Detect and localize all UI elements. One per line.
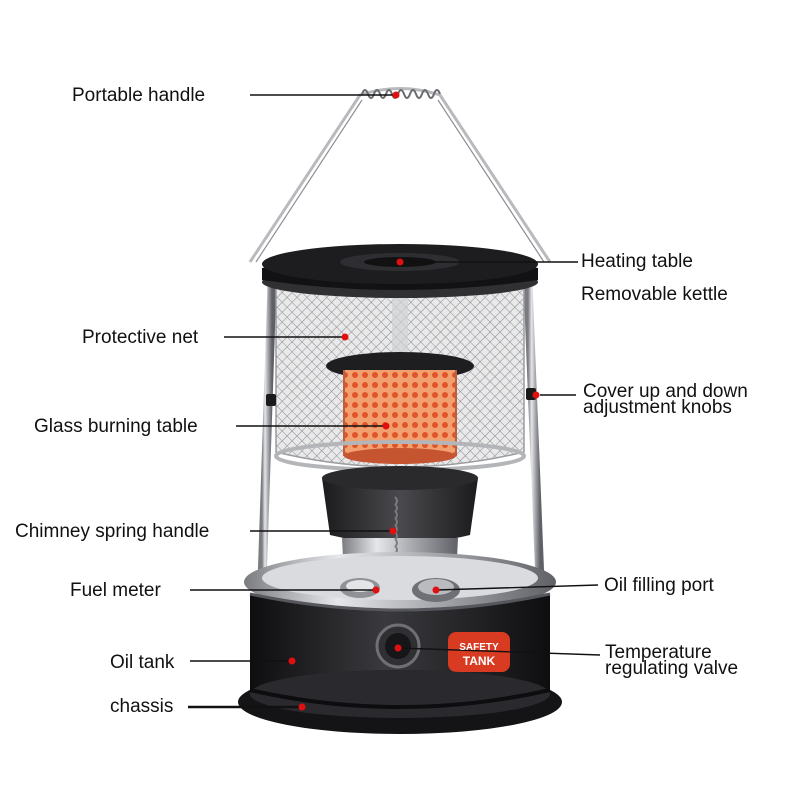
chimney-spring-handle	[394, 496, 398, 555]
label-portable-handle: Portable handle	[72, 85, 206, 106]
label-heating-table: Heating table	[581, 251, 693, 272]
frame-rods	[257, 284, 545, 583]
dot-glass-burning-table	[382, 422, 390, 430]
fuel-meter	[340, 578, 380, 598]
label-cover-knobs-line1: Cover up and down	[583, 381, 748, 402]
label-temperature-valve-line2: regulating valve	[605, 658, 739, 679]
dot-fuel-meter	[372, 586, 380, 594]
label-oil-tank: Oil tank	[110, 652, 175, 673]
badge-line1: SAFETY	[459, 642, 499, 653]
label-glass-burning-table: Glass burning table	[34, 416, 198, 437]
handle-spring-grip	[361, 89, 441, 99]
label-oil-filling-port: Oil filling port	[604, 575, 714, 596]
safety-tank-badge	[448, 632, 510, 672]
dot-chimney-spring-handle	[389, 527, 397, 535]
chassis	[238, 670, 562, 734]
label-chimney-spring-handle: Chimney spring handle	[15, 521, 210, 542]
dot-cover-knobs	[532, 391, 540, 399]
chimney	[322, 466, 478, 585]
label-temperature-valve-line1: Temperature	[605, 642, 712, 663]
indicator-dots	[288, 91, 540, 711]
label-removable-kettle: Removable kettle	[581, 284, 728, 305]
portable-handle	[248, 87, 552, 263]
label-protective-net: Protective net	[82, 327, 199, 348]
leader-lines	[188, 94, 601, 709]
dot-oil-filling-port	[432, 586, 440, 594]
glass-burning-table	[326, 352, 474, 464]
dot-temperature-valve	[394, 644, 402, 652]
dot-heating-table	[396, 258, 404, 266]
dot-portable-handle	[392, 91, 400, 99]
heating-table	[262, 244, 538, 298]
dot-chassis	[298, 703, 306, 711]
label-cover-knobs-line2: adjustment knobs	[583, 397, 732, 418]
label-chassis: chassis	[110, 696, 174, 717]
dot-protective-net	[341, 333, 349, 341]
label-fuel-meter: Fuel meter	[70, 580, 161, 601]
dot-oil-tank	[288, 657, 296, 665]
label-temperature-valve: Temperature regulating valve	[605, 642, 739, 679]
label-cover-knobs: Cover up and down adjustment knobs	[583, 381, 748, 418]
badge-line2: TANK	[463, 654, 496, 668]
